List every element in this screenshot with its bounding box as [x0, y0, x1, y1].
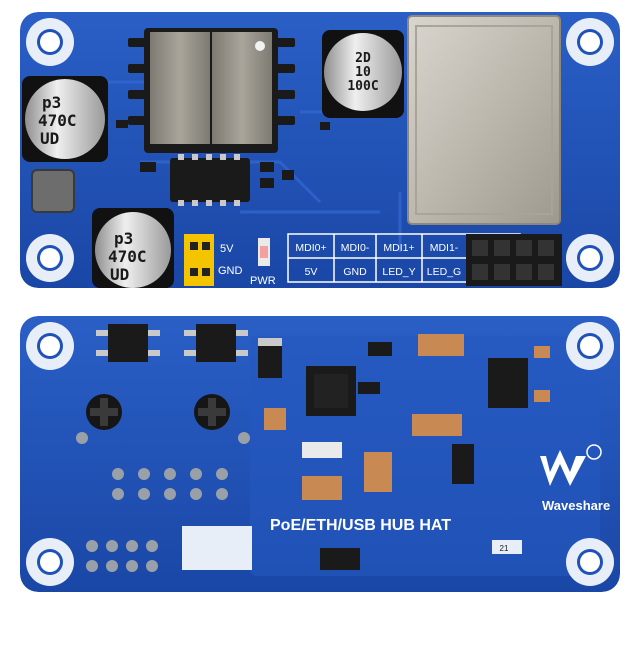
board-title: PoE/ETH/USB HUB HAT — [270, 517, 451, 534]
bridge-rectifier — [96, 324, 160, 362]
transformer — [128, 28, 295, 153]
smd-components — [182, 334, 550, 570]
header-cell: LED_G — [427, 266, 461, 278]
label-gnd: GND — [218, 265, 243, 277]
through-hole-pads — [76, 432, 250, 572]
top-board: 2D 10 100C p3 470C UD p3 470C UD — [20, 12, 620, 288]
mounting-hole — [26, 538, 74, 586]
header-cell: MDI1- — [430, 242, 459, 254]
inductor — [31, 169, 75, 213]
capacitor-bottom: p3 470C UD — [92, 208, 174, 288]
controller-chip — [170, 154, 250, 206]
pin-header-2x4 — [466, 234, 562, 286]
cap-top-line2: 10 — [355, 65, 371, 80]
mounting-post — [194, 394, 230, 430]
cap-bottom-line3: UD — [110, 265, 129, 284]
bridge-rectifier — [184, 324, 248, 362]
cap-bottom-line2: 470C — [108, 247, 147, 266]
waveshare-logo — [540, 444, 602, 486]
label-pwr: PWR — [250, 275, 276, 287]
pin-header-table: MDI0+ MDI0- MDI1+ MDI1- 5V GND LED_Y LED… — [287, 233, 521, 283]
mounting-hole — [26, 322, 74, 370]
bottom-board: Waveshare PoE/ETH/USB HUB HAT 21 — [20, 316, 620, 592]
pwr-led — [258, 238, 270, 266]
label-5v: 5V — [220, 243, 234, 255]
cap-left-line2: 470C — [38, 111, 77, 130]
mounting-hole — [26, 234, 74, 282]
small-label: 21 — [500, 544, 509, 553]
rj45-jack — [407, 15, 561, 225]
mounting-post — [86, 394, 122, 430]
cap-top-line3: 100C — [347, 79, 378, 94]
smd-parts — [116, 120, 330, 188]
header-cell: GND — [343, 266, 367, 278]
cap-left-line3: UD — [40, 129, 59, 148]
cap-top-line1: 2D — [355, 51, 371, 66]
header-cell: 5V — [305, 266, 318, 278]
cap-left-line1: p3 — [42, 93, 61, 112]
mounting-hole — [566, 234, 614, 282]
header-cell: MDI0+ — [295, 242, 326, 254]
mounting-hole — [26, 18, 74, 66]
capacitor-top: 2D 10 100C — [322, 30, 404, 118]
brand-text: Waveshare — [542, 498, 610, 513]
capacitor-left: p3 470C UD — [22, 76, 108, 162]
header-cell: MDI1+ — [383, 242, 414, 254]
mounting-hole — [566, 322, 614, 370]
header-cell: MDI0- — [341, 242, 370, 254]
cap-bottom-line1: p3 — [114, 229, 133, 248]
mounting-hole — [566, 538, 614, 586]
mounting-hole — [566, 18, 614, 66]
header-cell: LED_Y — [382, 266, 415, 278]
power-jumper — [184, 234, 214, 286]
